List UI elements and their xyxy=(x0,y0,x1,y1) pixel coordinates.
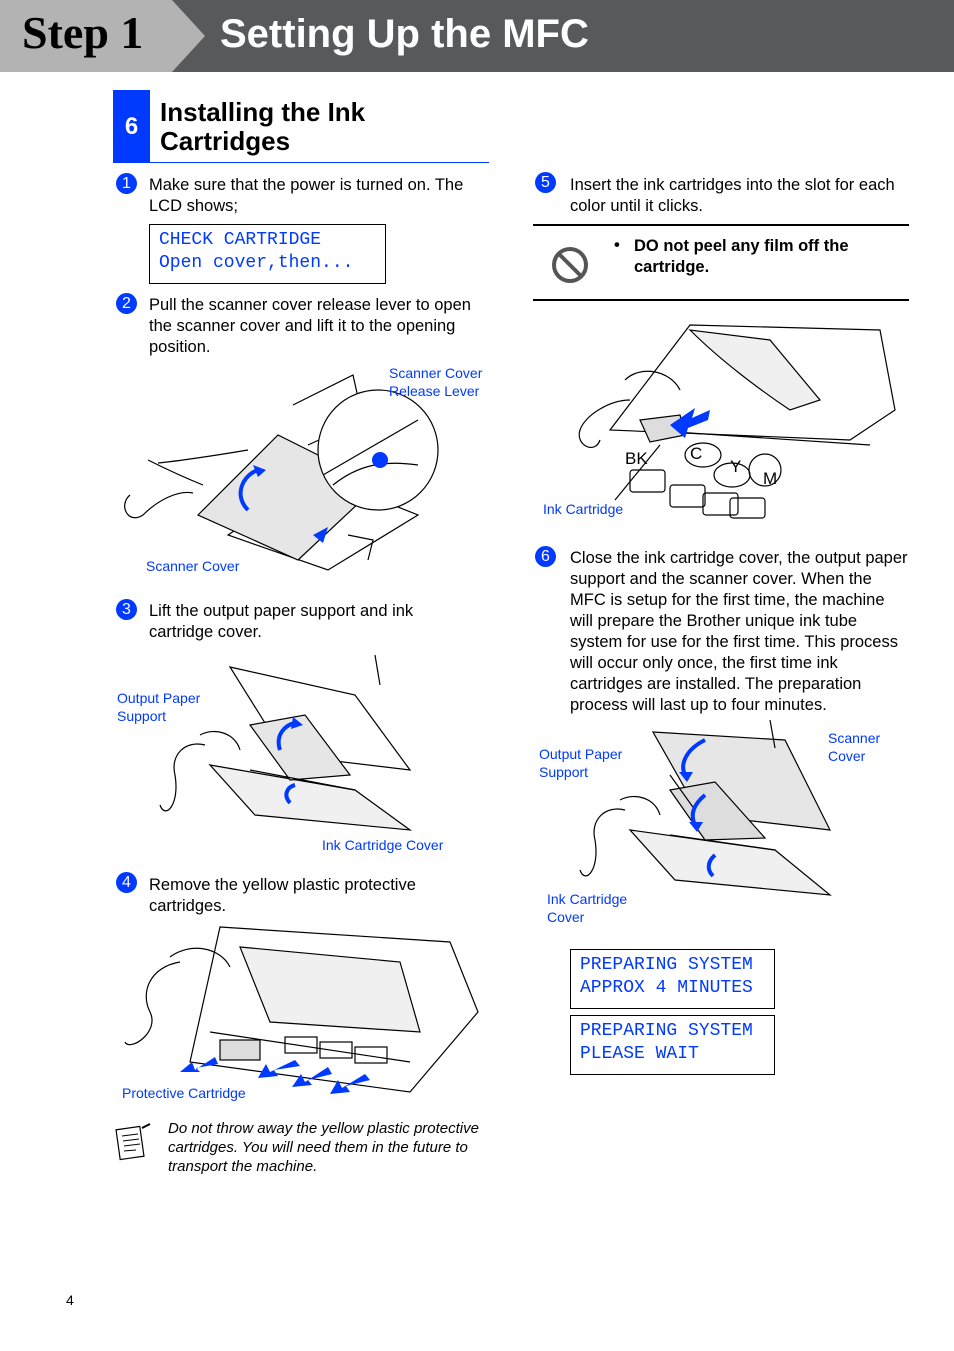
callout-ink-cartridge: Ink Cartridge xyxy=(543,501,624,517)
prohibition-icon xyxy=(552,247,588,283)
color-label-c: C xyxy=(690,444,703,463)
warning-bottom-rule xyxy=(533,299,909,301)
note-text: Do not throw away the yellow plastic pro… xyxy=(168,1120,479,1175)
svg-text:BK: BK xyxy=(625,449,648,468)
step-3-bullet: 3 xyxy=(116,599,137,620)
protective-cartridge-illustration xyxy=(124,926,479,1094)
lcd-check-cartridge: CHECK CARTRIDGE Open cover,then... xyxy=(149,224,386,284)
section-title: Installing the Ink Cartridges xyxy=(160,97,366,156)
close-cover-illustration xyxy=(579,720,832,896)
lcd-preparing-approx: PREPARING SYSTEM APPROX 4 MINUTES xyxy=(570,949,775,1009)
step-2-text: Pull the scanner cover release lever to … xyxy=(149,296,471,356)
color-label-m: M xyxy=(763,469,778,488)
section-rule xyxy=(113,162,489,163)
step-5-bullet: 5 xyxy=(535,172,556,193)
callout-ink-cartridge-cover: Ink Cartridge Cover xyxy=(322,837,444,853)
page-number: 4 xyxy=(66,1292,74,1308)
step-3-text: Lift the output paper support and ink ca… xyxy=(149,602,414,641)
lcd-preparing-wait: PREPARING SYSTEM PLEASE WAIT xyxy=(570,1015,775,1075)
callout-scanner-cover: Scanner Cover xyxy=(146,558,240,574)
callout-ink-cartridge-cover-6: Ink Cartridge Cover xyxy=(547,891,628,925)
step-6-bullet: 6 xyxy=(535,546,556,567)
warning-bullet: • xyxy=(614,236,620,254)
warning-top-rule xyxy=(533,224,909,226)
page-title: Setting Up the MFC xyxy=(220,12,589,56)
callout-output-paper-support-6: Output Paper Support xyxy=(539,746,623,780)
step-1-text: Make sure that the power is turned on. T… xyxy=(149,176,464,215)
output-support-illustration xyxy=(159,655,413,831)
scanner-cover-illustration xyxy=(124,374,439,571)
step-6-text: Close the ink cartridge cover, the outpu… xyxy=(570,549,908,714)
step-2-bullet: 2 xyxy=(116,293,137,314)
step-4-text: Remove the yellow plastic protective car… xyxy=(149,876,416,915)
callout-protective-cartridge: Protective Cartridge xyxy=(122,1085,246,1101)
step-tab xyxy=(0,0,205,72)
step-1-bullet: 1 xyxy=(116,173,137,194)
memo-note-icon xyxy=(115,1123,151,1161)
ink-cartridge-illustration: BK xyxy=(578,324,896,519)
warning-text: DO not peel any film off the cartridge. xyxy=(634,237,849,276)
color-label-y: Y xyxy=(730,457,742,476)
step-4-bullet: 4 xyxy=(116,872,137,893)
section-number: 6 xyxy=(113,90,150,163)
step-label: Step 1 xyxy=(22,7,144,58)
callout-scanner-cover-6: Scanner Cover xyxy=(828,730,881,764)
callout-scanner-release-lever: Scanner Cover Release Lever xyxy=(389,365,483,399)
step-5-text: Insert the ink cartridges into the slot … xyxy=(570,176,895,215)
callout-output-paper-support: Output Paper Support xyxy=(117,690,201,724)
